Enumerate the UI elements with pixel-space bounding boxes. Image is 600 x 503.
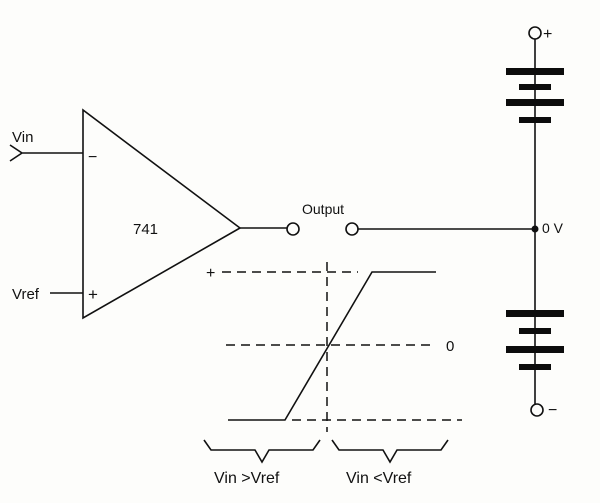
- vref-label: Vref: [12, 286, 40, 303]
- positive-terminal: [528, 26, 542, 40]
- high-level-label: +: [206, 265, 215, 282]
- inverting-sign: −: [88, 149, 97, 166]
- region-left-label: Vin >Vref: [214, 470, 280, 487]
- output-terminal-left: [286, 222, 300, 236]
- ground-label: 0 V: [542, 220, 564, 236]
- noninverting-sign: +: [88, 285, 98, 304]
- transfer-characteristic: + 0 Vin >Vref Vin <Vref: [203, 262, 462, 487]
- opamp-triangle: [82, 108, 242, 320]
- zero-level-label: 0: [446, 338, 454, 355]
- battery-upper-icon: [506, 68, 564, 123]
- region-right-label: Vin <Vref: [346, 470, 412, 487]
- positive-label: +: [543, 26, 552, 43]
- opamp-label: 741: [133, 221, 158, 238]
- transfer-curve: [228, 271, 436, 421]
- vin-label: Vin: [12, 129, 33, 146]
- negative-label: −: [548, 402, 557, 419]
- negative-terminal: [530, 403, 544, 417]
- output-label: Output: [302, 201, 344, 217]
- brace-left-icon: [203, 439, 321, 464]
- output-terminal-right: [345, 222, 359, 236]
- brace-right-icon: [331, 439, 449, 464]
- battery-lower-icon: [506, 310, 564, 370]
- vin-input-arrow-icon: [9, 144, 83, 162]
